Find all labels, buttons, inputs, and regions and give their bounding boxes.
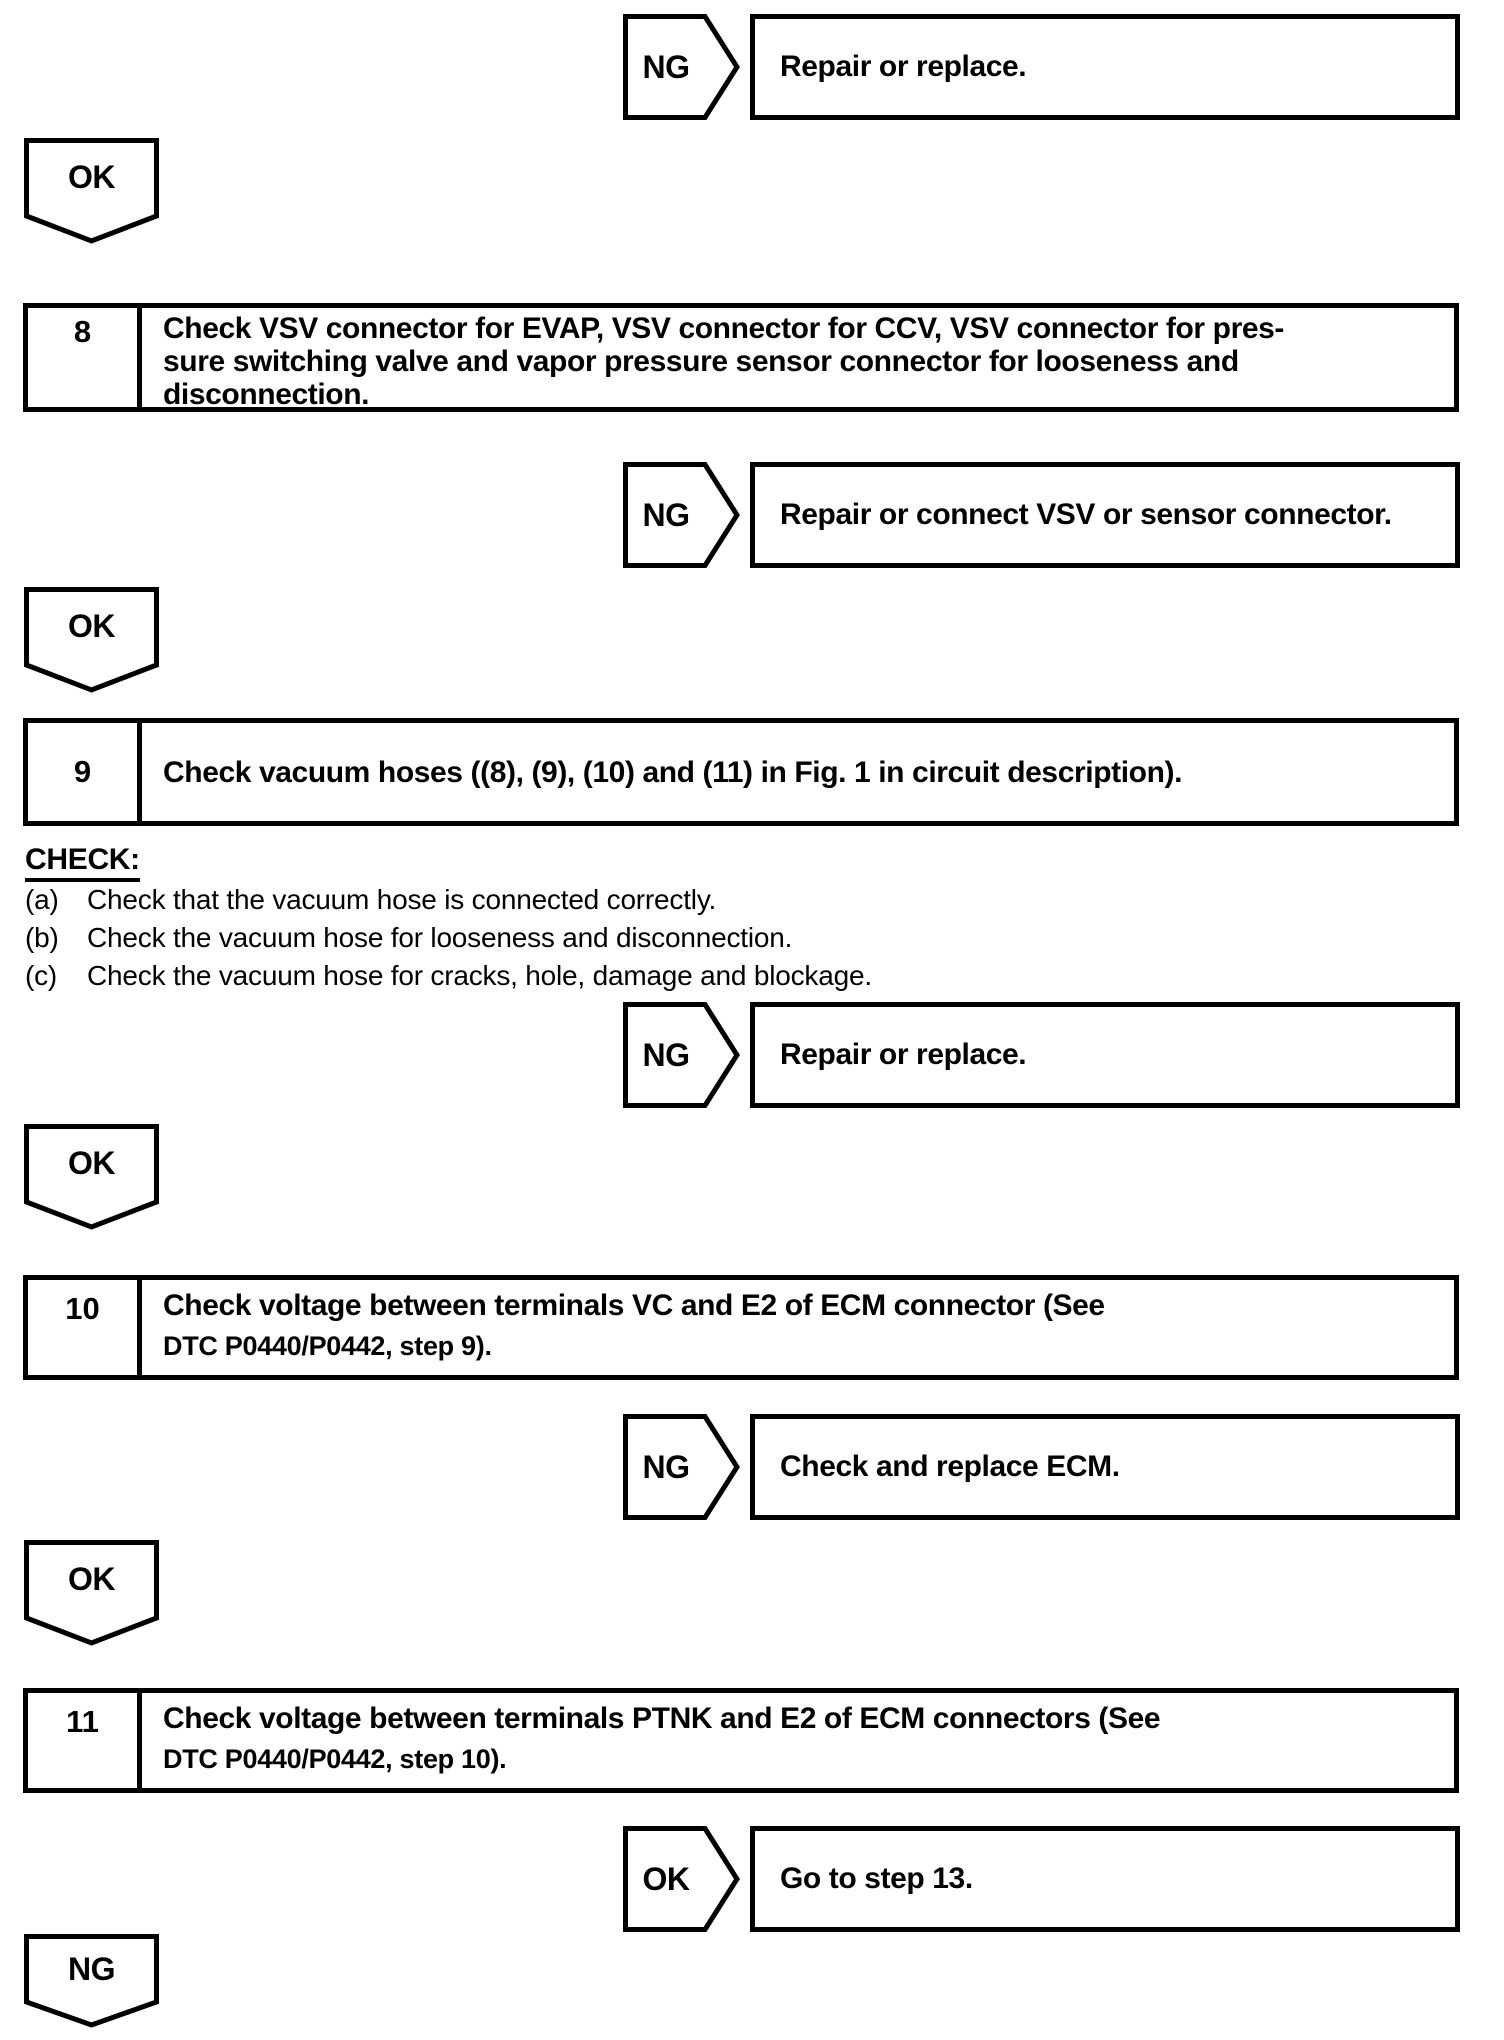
marker-label: NG [68,1950,116,1987]
check-item-c: (c) Check the vacuum hose for cracks, hol… [25,960,872,992]
step-instruction: Check vacuum hoses ((8), (9), (10) and (… [142,723,1454,821]
action-box: Go to step 13. [750,1826,1460,1932]
check-item-text: Check the vacuum hose for looseness and … [87,922,793,953]
marker-label: OK [68,1560,116,1597]
step-instruction-line: Check vacuum hoses ((8), (9), (10) and (… [163,755,1183,789]
branch-tag: OK [642,1860,691,1897]
action-box: Repair or replace. [750,14,1460,120]
flow-marker-ng-bottom: NG [24,1934,159,2033]
step-instruction: Check VSV connector for EVAP, VSV connec… [142,308,1454,411]
ng-tag-pentagon-icon [623,462,740,568]
marker-label: OK [68,158,116,195]
ng-marker-pentagon-icon [24,1934,159,2028]
step-number: 10 [28,1280,142,1375]
step-8-box: 8 Check VSV connector for EVAP, VSV conn… [23,303,1459,412]
step-instruction: Check voltage between terminals PTNK and… [142,1693,1454,1788]
action-box: Check and replace ECM. [750,1414,1460,1520]
step-9-box: 9 Check vacuum hoses ((8), (9), (10) and… [23,718,1459,826]
branch-ng-repair-or-replace-1: NG Repair or replace. [623,14,1460,120]
marker-label: OK [68,1144,116,1181]
action-box: Repair or replace. [750,1002,1460,1108]
ok-marker-pentagon-icon [24,1540,159,1646]
check-item-label: (a) [25,884,59,915]
ok-marker-pentagon-icon [24,1124,159,1230]
flow-marker-ok-1: OK [24,138,159,249]
check-item-a: (a) Check that the vacuum hose is connect… [25,884,716,916]
check-item-text: Check the vacuum hose for cracks, hole, … [87,960,872,991]
step-instruction-line: disconnection. [163,378,370,411]
ok-marker-pentagon-icon [24,587,159,693]
flow-marker-ok-4: OK [24,1540,159,1651]
check-heading: CHECK: [25,843,140,882]
branch-tag: NG [642,496,691,533]
flow-marker-ok-3: OK [24,1124,159,1235]
step-instruction-subline: DTC P0440/P0442, step 9). [163,1331,492,1361]
check-item-label: (b) [25,922,59,953]
step-instruction-line: sure switching valve and vapor pressure … [163,345,1239,378]
step-instruction-subline: DTC P0440/P0442, step 10). [163,1744,507,1774]
ng-tag-pentagon-icon [623,14,740,120]
action-text: Go to step 13. [780,1862,973,1895]
step-number: 11 [28,1693,142,1788]
ng-tag-pentagon-icon [623,1414,740,1520]
step-number: 9 [28,723,142,821]
step-number-text: 11 [66,1704,99,1739]
flow-marker-ok-2: OK [24,587,159,698]
step-10-box: 10 Check voltage between terminals VC an… [23,1275,1459,1380]
check-item-b: (b) Check the vacuum hose for looseness a… [25,922,792,954]
branch-tag: NG [642,1036,691,1073]
ok-marker-pentagon-icon [24,138,159,244]
branch-ng-repair-or-replace-2: NG Repair or replace. [623,1002,1460,1108]
action-text: Repair or replace. [780,50,1027,83]
ok-tag-pentagon-icon [623,1826,740,1932]
action-text: Check and replace ECM. [780,1450,1120,1483]
step-number-text: 8 [73,314,92,349]
branch-ok-go-to-step-13: OK Go to step 13. [623,1826,1460,1932]
branch-tag: NG [642,48,691,85]
action-box: Repair or connect VSV or sensor connecto… [750,462,1460,568]
step-number: 8 [28,308,142,407]
action-text: Repair or connect VSV or sensor connecto… [780,498,1392,531]
step-number-text: 9 [73,754,92,789]
step-instruction: Check voltage between terminals VC and E… [142,1280,1454,1375]
branch-tag: NG [642,1448,691,1485]
check-item-label: (c) [25,960,58,991]
branch-ng-repair-or-connect-vsv: NG Repair or connect VSV or sensor conne… [623,462,1460,568]
action-text: Repair or replace. [780,1038,1027,1071]
step-instruction-line: Check voltage between terminals VC and E… [163,1289,1105,1322]
step-number-text: 10 [65,1291,100,1326]
step-instruction-line: Check voltage between terminals PTNK and… [163,1702,1161,1735]
step-instruction-line: Check VSV connector for EVAP, VSV connec… [163,312,1284,345]
check-item-text: Check that the vacuum hose is connected … [87,884,717,915]
ng-tag-pentagon-icon [623,1002,740,1108]
branch-ng-check-and-replace-ecm: NG Check and replace ECM. [623,1414,1460,1520]
marker-label: OK [68,607,116,644]
step-11-box: 11 Check voltage between terminals PTNK … [23,1688,1459,1793]
